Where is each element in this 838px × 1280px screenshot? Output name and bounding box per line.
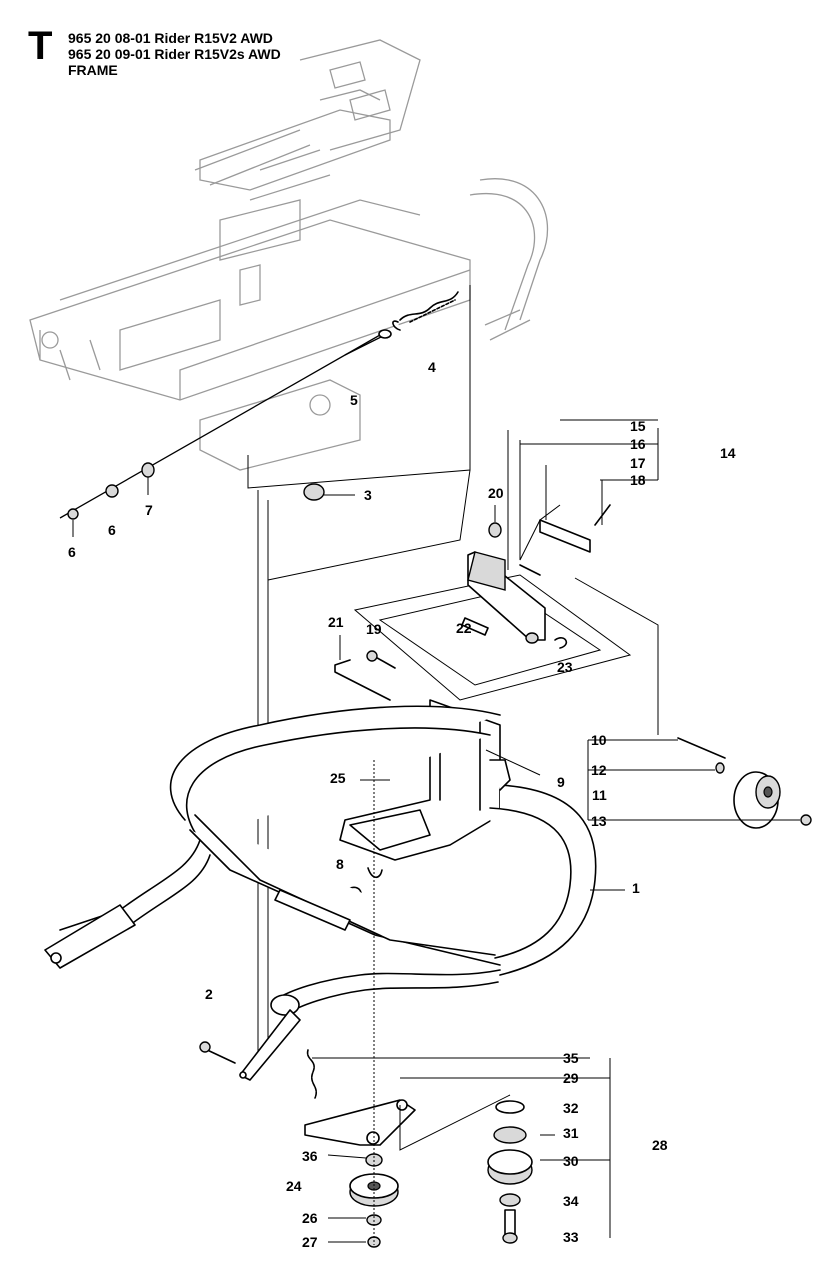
callout-23: 23 (557, 659, 573, 675)
callout-9: 9 (557, 774, 565, 790)
callout-14: 14 (720, 445, 736, 461)
main-tube-frame (44, 705, 597, 1016)
reference-box-pedal (353, 574, 632, 701)
callout-26: 26 (302, 1210, 318, 1226)
rod-and-bolt (334, 650, 396, 701)
assembly-name: FRAME (68, 62, 118, 78)
idler-pulley-assembly (304, 760, 533, 1248)
callout-33: 33 (563, 1229, 579, 1245)
callout-15: 15 (630, 418, 646, 434)
bracket-arm (199, 1009, 301, 1081)
callout-11: 11 (592, 787, 607, 803)
pedal-bracket (461, 504, 611, 649)
callout-27: 27 (302, 1234, 318, 1250)
callout-29: 29 (563, 1070, 579, 1086)
hardware-nuts-washers (67, 462, 502, 538)
callout-7: 7 (145, 502, 153, 518)
model-line-2: 965 20 09-01 Rider R15V2s AWD (68, 46, 281, 62)
section-letter: T (28, 24, 53, 68)
callout-10: 10 (591, 732, 607, 748)
callout-31: 31 (563, 1125, 579, 1141)
callout-17: 17 (630, 455, 646, 471)
callout-34: 34 (563, 1193, 579, 1209)
callout-13: 13 (591, 813, 607, 829)
callout-25: 25 (330, 770, 346, 786)
leader-lines (72, 419, 800, 1243)
callout-2: 2 (205, 986, 213, 1002)
ghost-frame-outline (29, 39, 549, 471)
callout-16: 16 (630, 436, 646, 452)
callout-8: 8 (336, 856, 344, 872)
callout-22: 22 (456, 620, 472, 636)
callout-1: 1 (632, 880, 640, 896)
callout-4: 4 (428, 359, 436, 375)
guide-wheel (677, 737, 812, 829)
callout-32: 32 (563, 1100, 579, 1116)
callout-3: 3 (364, 487, 372, 503)
callout-36: 36 (302, 1148, 318, 1164)
callout-18: 18 (630, 472, 646, 488)
callout-20: 20 (488, 485, 504, 501)
callout-30: 30 (563, 1153, 579, 1169)
callout-28: 28 (652, 1137, 668, 1153)
callout-21: 21 (328, 614, 344, 630)
callout-35: 35 (563, 1050, 579, 1066)
callout-5: 5 (350, 392, 358, 408)
callout-12: 12 (591, 762, 607, 778)
callout-19: 19 (366, 621, 382, 637)
callout-6b: 6 (68, 544, 76, 560)
callout-6a: 6 (108, 522, 116, 538)
spring-cable-assembly (59, 291, 459, 519)
callout-24: 24 (286, 1178, 302, 1194)
model-line-1: 965 20 08-01 Rider R15V2 AWD (68, 30, 273, 46)
